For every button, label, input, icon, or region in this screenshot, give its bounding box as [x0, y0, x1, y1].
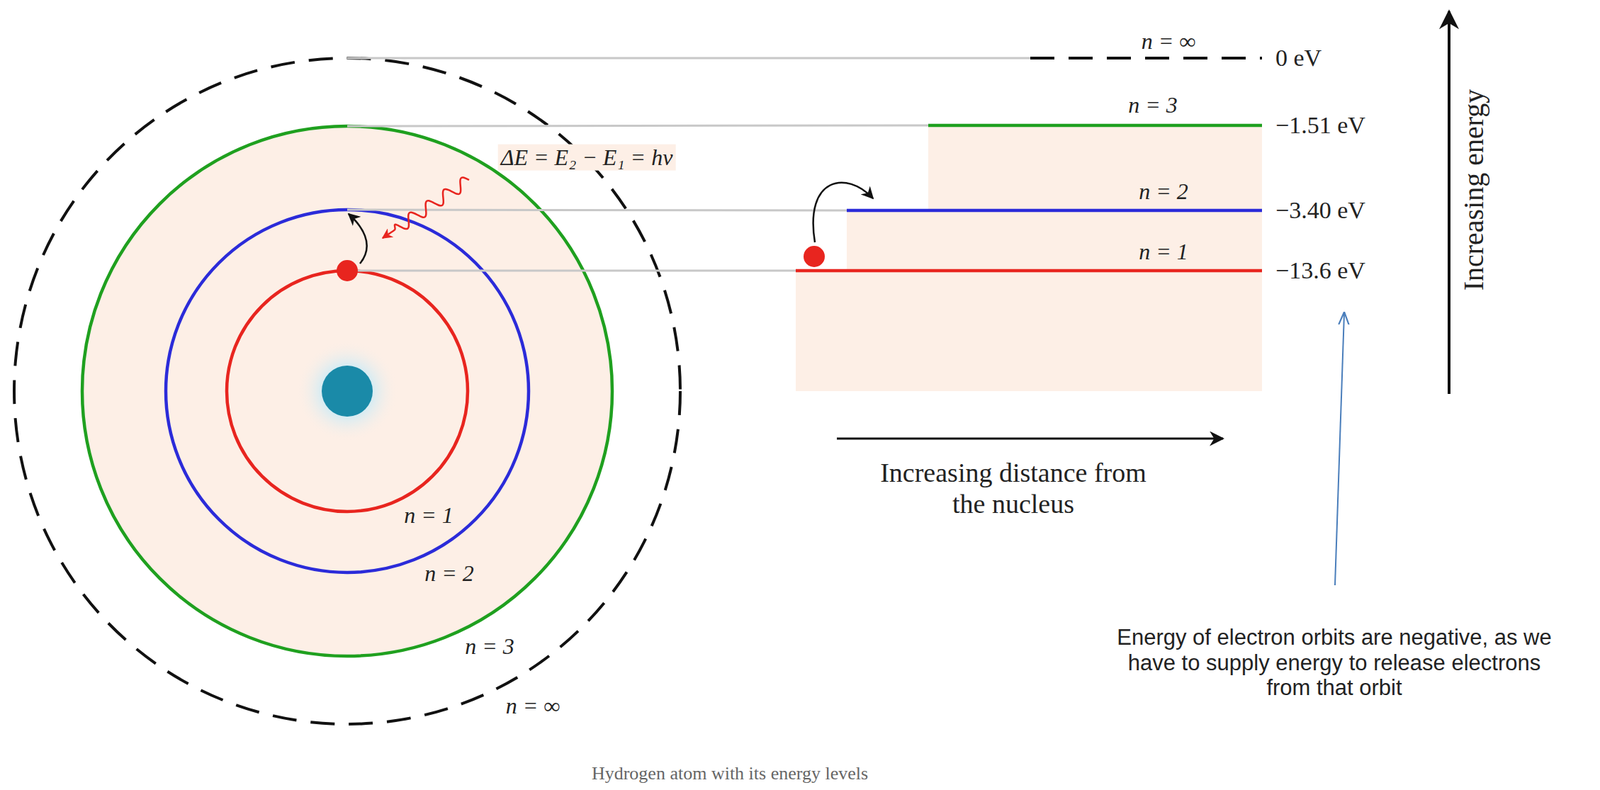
energy-arrow — [1447, 11, 1451, 394]
level-infinity — [1030, 56, 1263, 60]
axis-label: Increasing energy — [1457, 89, 1491, 292]
orbit-1 — [226, 270, 468, 512]
nucleus-glow — [296, 340, 399, 443]
orbit-number: n = ∞ — [503, 693, 563, 720]
level-number: n = ∞ — [1138, 28, 1199, 55]
electron — [336, 260, 358, 282]
level-number: n = 1 — [1138, 238, 1189, 266]
level-1 — [795, 269, 1263, 273]
orbit-fill — [82, 126, 613, 657]
electron — [803, 245, 825, 268]
note: Energy of electron orbits are negative, … — [1103, 624, 1565, 701]
distance-arrow — [836, 437, 1224, 441]
energy-equation: ΔE = E₂ − E₁ = hν — [498, 144, 676, 171]
leader-line — [1334, 313, 1345, 586]
photon-wave — [382, 177, 470, 239]
energy-value: −1.51 eV — [1275, 111, 1366, 139]
energy-value: −13.6 eV — [1275, 256, 1366, 285]
energy-value: −3.40 eV — [1275, 196, 1366, 224]
level-number: n = 3 — [1128, 92, 1178, 119]
guide-lines — [347, 58, 1031, 271]
orbit-number: n = 3 — [464, 633, 515, 660]
caption: Hydrogen atom with its energy levels — [591, 763, 869, 785]
axis-label: Increasing distance from the nucleus — [878, 457, 1148, 520]
energy-value: 0 eV — [1275, 43, 1322, 72]
orbit-2 — [165, 209, 529, 573]
orbit-number: n = 2 — [421, 560, 477, 587]
orbit-infinity — [14, 58, 681, 725]
level-3 — [928, 124, 1263, 128]
level-fill — [795, 125, 1263, 392]
level-number: n = 2 — [1138, 178, 1189, 205]
nucleus — [321, 365, 373, 417]
orbit-number: n = 1 — [401, 502, 457, 529]
jump-arrow — [813, 182, 873, 243]
orbit-3 — [82, 126, 613, 657]
jump-arrow — [348, 213, 368, 264]
level-2 — [846, 209, 1263, 213]
photon-wave — [382, 177, 470, 239]
